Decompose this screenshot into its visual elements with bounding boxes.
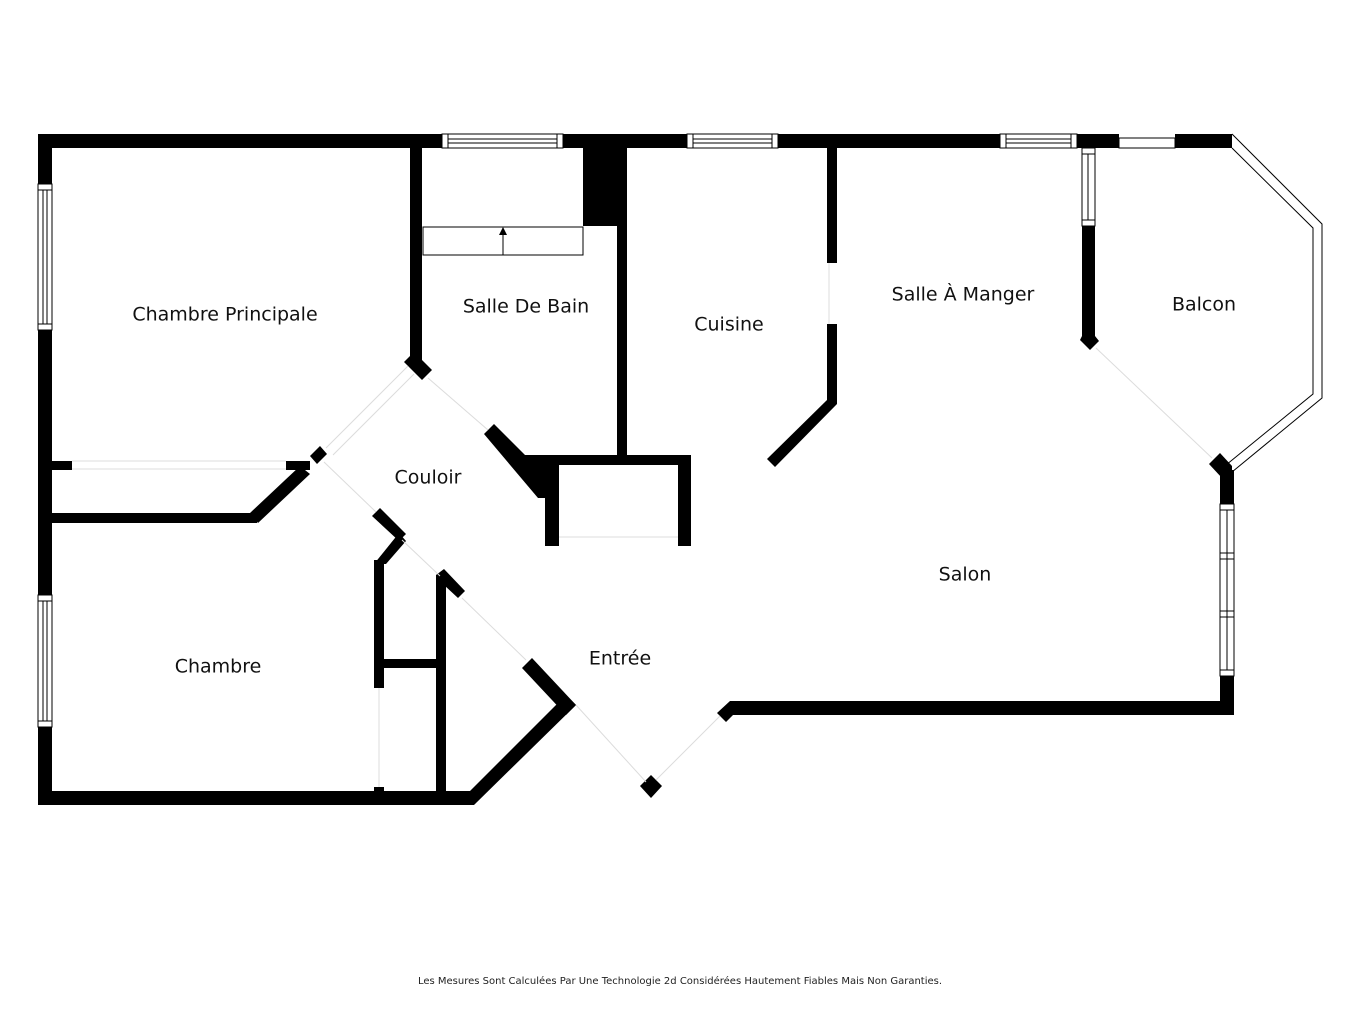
measurement-disclaimer: Les Mesures Sont Calculées Par Une Techn… bbox=[417, 976, 943, 987]
arrow-up-icon bbox=[499, 227, 507, 235]
room-label-chambre: Chambre bbox=[175, 656, 262, 678]
room-label-couloir: Couloir bbox=[395, 467, 462, 489]
room-label-salle-de-bain: Salle De Bain bbox=[463, 296, 589, 318]
room-label-salle-a-manger: Salle À Manger bbox=[892, 283, 1035, 306]
windows bbox=[37, 133, 1235, 728]
room-label-entree: Entrée bbox=[589, 648, 651, 670]
room-labels: Chambre Principale Salle De Bain Cuisine… bbox=[132, 283, 1236, 678]
room-label-chambre-principale: Chambre Principale bbox=[132, 304, 317, 326]
interior-walls bbox=[52, 148, 1099, 795]
exterior-walls bbox=[38, 134, 1234, 805]
openings bbox=[72, 263, 1213, 787]
bathtub-fixture bbox=[422, 226, 584, 256]
room-label-balcon: Balcon bbox=[1172, 294, 1236, 316]
room-label-cuisine: Cuisine bbox=[694, 314, 764, 336]
balcony-railing bbox=[1225, 133, 1323, 473]
room-label-salon: Salon bbox=[939, 564, 992, 586]
